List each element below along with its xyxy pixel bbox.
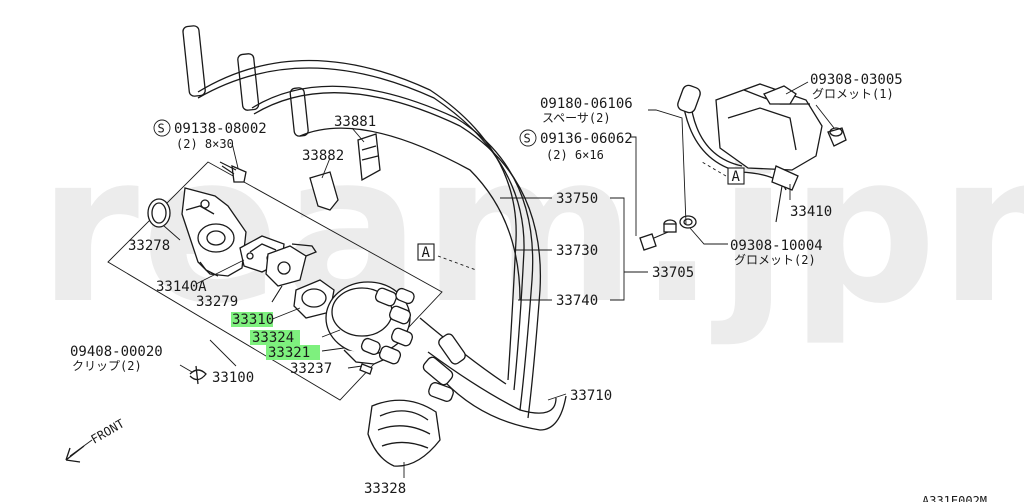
distributor-assembly xyxy=(107,161,443,467)
label-09308-10004[interactable]: 09308-10004 xyxy=(730,238,823,254)
label-09136-qty: (2) 6×16 xyxy=(546,148,604,162)
clip-09408 xyxy=(189,365,207,385)
distributor-cover xyxy=(367,399,441,467)
ignition-coil xyxy=(715,83,823,223)
label-33410[interactable]: 33410 xyxy=(790,204,832,220)
s-marker-09138 xyxy=(153,119,171,137)
label-33750[interactable]: 33750 xyxy=(556,191,598,207)
label-09408-desc: クリップ(2) xyxy=(72,359,142,373)
highlight-33310 xyxy=(231,312,273,327)
ref-a-right-text: A xyxy=(732,169,741,185)
ref-a-box-left xyxy=(417,243,435,261)
cap-tower-5 xyxy=(360,337,381,356)
front-label: FRONT xyxy=(89,416,127,446)
lead-boot-1 xyxy=(182,25,206,97)
diagram-code: A331E002M xyxy=(922,494,987,502)
lead-clamp-33881 xyxy=(357,133,381,182)
label-09136-06062[interactable]: 09136-06062 xyxy=(540,131,633,147)
cap-lead-boot-3 xyxy=(428,382,454,402)
label-09180-desc: スペーサ(2) xyxy=(542,111,611,125)
label-09408-00020[interactable]: 09408-00020 xyxy=(70,344,163,360)
rotor xyxy=(293,279,335,319)
label-33140a[interactable]: 33140A xyxy=(156,279,207,295)
cap-tower-1 xyxy=(374,287,398,307)
label-33730[interactable]: 33730 xyxy=(556,243,598,259)
label-33100[interactable]: 33100 xyxy=(212,370,254,386)
label-33278[interactable]: 33278 xyxy=(128,238,170,254)
cap-screw xyxy=(359,363,373,375)
s-marker-text: S xyxy=(158,122,165,136)
ignition-leads xyxy=(182,25,787,431)
label-09138-qty: (2) 8×30 xyxy=(176,137,234,151)
distributor-cap xyxy=(325,281,415,365)
label-33237[interactable]: 33237 xyxy=(290,361,332,377)
label-33328[interactable]: 33328 xyxy=(364,481,406,497)
label-33279[interactable]: 33279 xyxy=(196,294,238,310)
coil-lead-boot xyxy=(677,84,701,114)
label-33881[interactable]: 33881 xyxy=(334,114,376,130)
assembly-outline xyxy=(107,161,443,401)
label-09138-08002[interactable]: 09138-08002 xyxy=(174,121,267,137)
lead-boot-2 xyxy=(237,53,260,111)
bolt-09136 xyxy=(639,231,669,251)
cap-lead-boot-1 xyxy=(438,333,466,365)
pickup-bracket xyxy=(265,243,317,287)
highlight-33324 xyxy=(250,330,300,345)
label-09180-06106[interactable]: 09180-06106 xyxy=(540,96,633,112)
label-09308-10004-desc: グロメット(2) xyxy=(734,253,816,267)
spacer-09180 xyxy=(663,219,677,233)
distributor-housing xyxy=(181,187,247,277)
label-09308-03005-desc: グロメット(1) xyxy=(812,87,894,101)
cap-lead-boot-2 xyxy=(422,356,454,386)
label-33710[interactable]: 33710 xyxy=(570,388,612,404)
ref-a-left-text: A xyxy=(422,245,431,261)
label-33882[interactable]: 33882 xyxy=(302,148,344,164)
label-33310[interactable]: 33310 xyxy=(232,312,274,328)
highlight-33321 xyxy=(266,345,320,360)
label-09308-03005[interactable]: 09308-03005 xyxy=(810,72,903,88)
bolt-09138 xyxy=(219,161,247,183)
s-marker-text-2: S xyxy=(524,132,531,146)
ref-a-box-right xyxy=(727,167,745,185)
label-33321[interactable]: 33321 xyxy=(268,345,310,361)
grommet-09308-03005 xyxy=(827,127,847,147)
cap-tower-3 xyxy=(390,327,414,347)
front-indicator: FRONT xyxy=(65,416,127,463)
cap-tower-4 xyxy=(378,345,402,365)
label-33740[interactable]: 33740 xyxy=(556,293,598,309)
cap-tower-2 xyxy=(388,305,412,325)
leader-lines xyxy=(163,81,835,478)
cap-tower-6 xyxy=(395,287,415,305)
label-33705[interactable]: 33705 xyxy=(652,265,694,281)
lead-clamp-33882 xyxy=(309,171,339,211)
grommet-09308-10004 xyxy=(679,215,697,229)
label-33324[interactable]: 33324 xyxy=(252,330,294,346)
s-marker-09136 xyxy=(519,129,537,147)
front-arrow-icon xyxy=(65,445,85,463)
